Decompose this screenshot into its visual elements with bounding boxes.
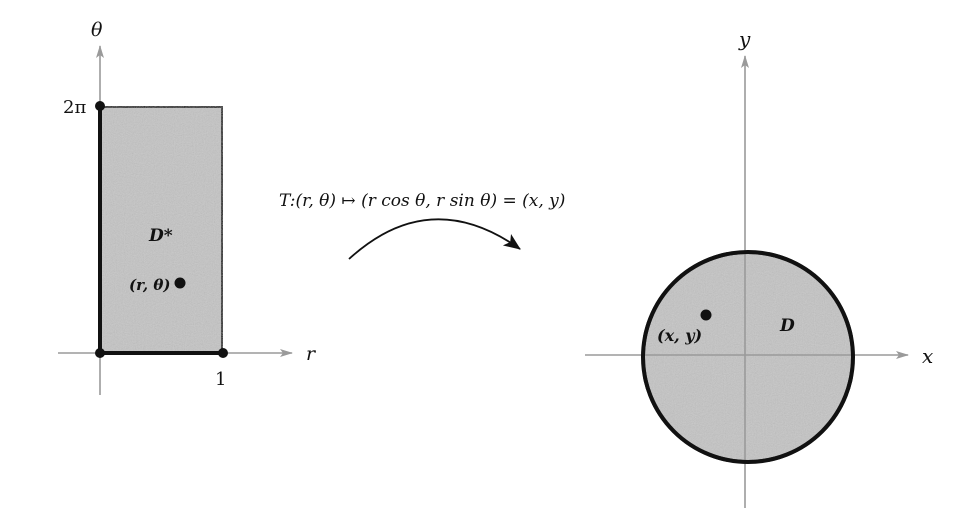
region-d-label: D [779, 316, 795, 336]
region-d-star-label: D* [148, 226, 173, 246]
r-axis-label: r [306, 343, 317, 365]
mapping-arrow [348, 218, 521, 260]
one-tick-label: 1 [215, 369, 226, 390]
corner-dot-top-left [95, 101, 105, 111]
corner-dot-origin [95, 348, 105, 358]
point-x-y [700, 309, 712, 321]
x-axis-label: x [922, 344, 933, 368]
theta-axis-label: θ [91, 19, 103, 41]
two-pi-tick-label: 2π [63, 97, 86, 118]
right-plane: y x D (x, y) [585, 27, 933, 508]
point-r-theta-label: (r, θ) [129, 276, 170, 294]
y-axis-label: y [738, 27, 751, 51]
transformation-formula: T:(r, θ) ↦ (r cos θ, r sin θ) = (x, y) [279, 191, 565, 211]
point-r-theta [174, 277, 186, 289]
corner-dot-bottom-right [218, 348, 228, 358]
transformation: T:(r, θ) ↦ (r cos θ, r sin θ) = (x, y) [279, 191, 565, 260]
point-x-y-label: (x, y) [657, 326, 702, 345]
region-d-disk-outline [641, 250, 855, 464]
left-plane: θ r 2π 1 D* (r, θ) [58, 19, 317, 395]
